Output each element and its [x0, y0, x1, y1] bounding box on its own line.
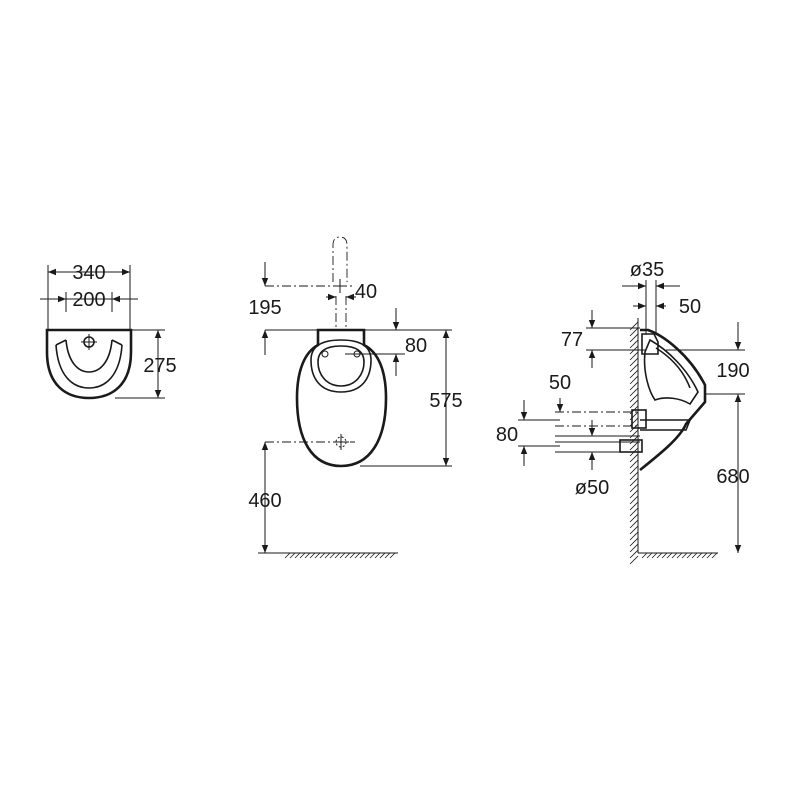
front-inlet-height-label: 195 — [248, 297, 281, 319]
top-view: 340 200 275 — [40, 262, 177, 400]
side-wall-offset-label: 50 — [679, 296, 701, 318]
side-outlet-offset-label: 50 — [549, 372, 571, 394]
top-width-inner-label: 200 — [72, 289, 105, 311]
front-view: 195 40 80 575 460 — [248, 236, 463, 559]
top-width-outer-label: 340 — [72, 262, 105, 284]
side-outlet-spacing-label: 80 — [496, 424, 518, 446]
side-top-to-axis-label: 190 — [716, 360, 749, 382]
side-view: ø35 50 77 50 80 — [496, 259, 750, 565]
front-rim-offset-label: 80 — [405, 335, 427, 357]
side-inlet-diameter-label: ø35 — [630, 259, 664, 281]
side-rim-height-label: 680 — [716, 466, 749, 488]
front-inlet-offset-label: 40 — [355, 281, 377, 303]
front-height-label: 575 — [429, 390, 462, 412]
front-outlet-height-label: 460 — [248, 490, 281, 512]
side-inlet-depth-label: 77 — [561, 329, 583, 351]
side-outlet-diameter-label: ø50 — [575, 477, 609, 499]
top-depth-label: 275 — [143, 355, 176, 377]
